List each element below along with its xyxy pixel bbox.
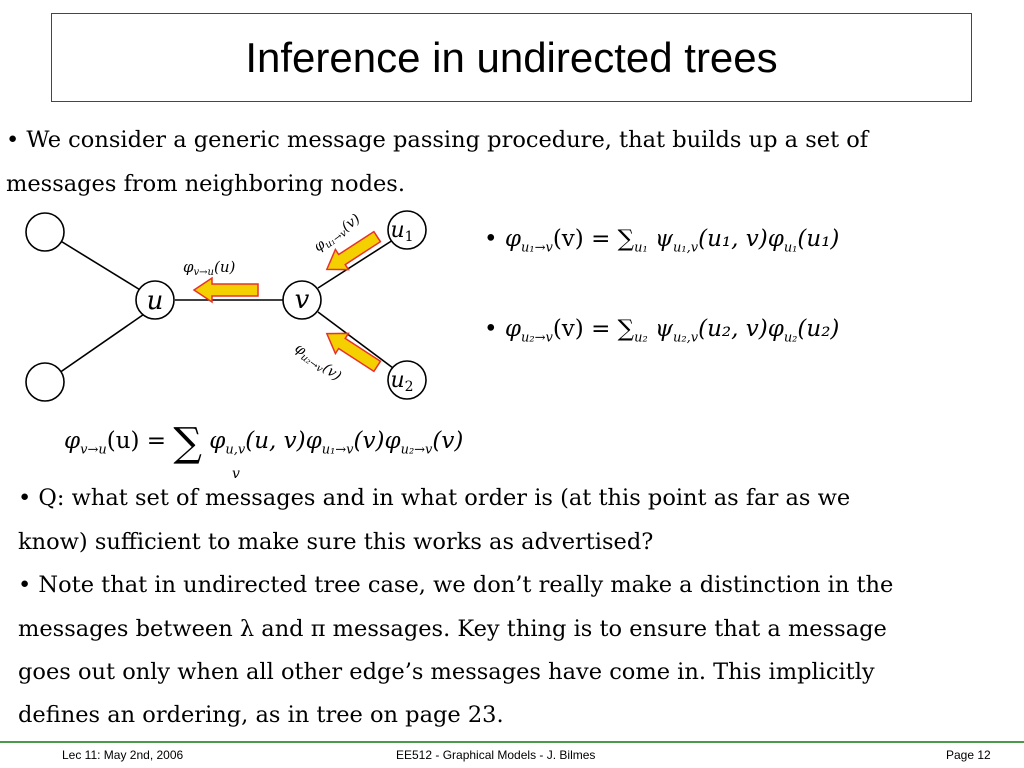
equation-phi-v-to-u: φv→u(u) = ∑ φu,v(u, v)φu₁→v(v)φu₂→v(v) <box>64 420 464 466</box>
arrow-u2-to-v <box>325 332 382 373</box>
tree-diagram: u v u1 u2 φv→u(u) φu₁→v(v) φu₂→v(v) <box>25 210 427 402</box>
node-u2-label: u2 <box>390 368 413 395</box>
node-u2-sub: 2 <box>405 379 414 395</box>
note-line-2: messages between λ and π messages. Key t… <box>18 616 887 642</box>
edge-leaf-bottom-u <box>45 309 151 383</box>
edge-v-u2 <box>317 311 394 369</box>
node-u1-letter: u <box>390 218 404 243</box>
arrow-u1-to-v <box>325 230 382 271</box>
node-u1-sub: 1 <box>405 229 414 245</box>
slide-title: Inference in undirected trees <box>245 33 778 81</box>
node-leaf-bottom <box>25 362 65 402</box>
equation-phi-u2-to-v: • φu₂→v(v) = ∑u₂ ψu₂,v(u₂, v)φu₂(u₂) <box>484 316 840 346</box>
arrow-v-to-u <box>192 276 259 304</box>
note-line-1: • Note that in undirected tree case, we … <box>18 572 894 598</box>
footer-lecture: Lec 11: May 2nd, 2006 <box>62 748 184 762</box>
msg-v-to-u-label: φv→u(u) <box>183 258 235 278</box>
footer-course: EE512 - Graphical Models - J. Bilmes <box>396 748 596 762</box>
node-u1-label: u1 <box>390 218 413 245</box>
node-u <box>135 280 175 320</box>
footer-rule <box>0 741 1024 743</box>
edge-v-u1 <box>317 239 394 289</box>
node-u-label: u <box>147 286 164 316</box>
note-line-3: goes out only when all other edge’s mess… <box>18 659 875 685</box>
edge-leaf-top-u <box>45 231 151 297</box>
node-v <box>282 280 322 320</box>
bullet-1-line-2: messages from neighboring nodes. <box>6 171 405 197</box>
note-line-4: defines an ordering, as in tree on page … <box>18 702 504 728</box>
node-u1 <box>387 210 427 250</box>
equation-sum-index: v <box>232 466 240 482</box>
node-leaf-top <box>25 212 65 252</box>
equation-phi-u1-to-v: • φu₁→v(v) = ∑u₁ ψu₁,v(u₁, v)φu₁(u₁) <box>484 226 840 256</box>
slide-title-box: Inference in undirected trees <box>51 13 972 102</box>
bullet-1-line-1: • We consider a generic message passing … <box>6 127 869 153</box>
footer-page-number: Page 12 <box>946 748 991 762</box>
question-line-1: • Q: what set of messages and in what or… <box>18 485 851 511</box>
node-v-label: v <box>295 285 310 315</box>
node-u2 <box>387 360 427 400</box>
question-line-2: know) sufficient to make sure this works… <box>18 529 654 555</box>
node-u2-letter: u <box>390 368 404 393</box>
